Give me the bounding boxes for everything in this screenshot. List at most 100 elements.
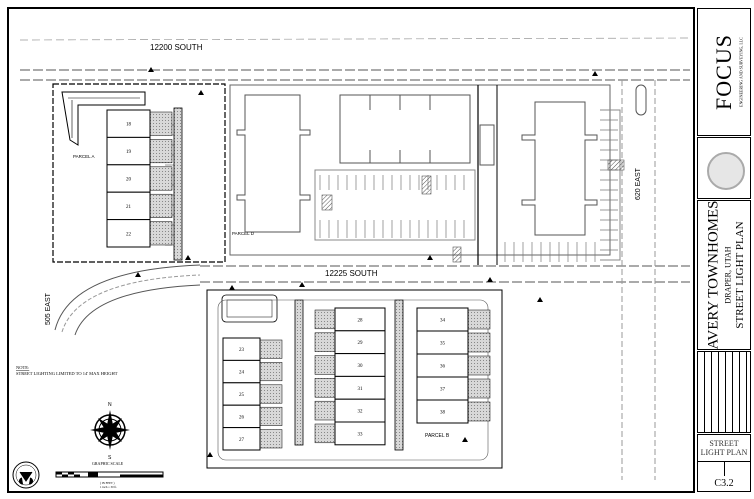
unit-27: 27: [222, 427, 283, 451]
unit-footprint: [106, 191, 151, 221]
garage-driveway: [149, 193, 173, 218]
title-block-sheet: STREET LIGHT PLAN C3.2: [697, 434, 751, 492]
streets: [19, 37, 691, 480]
north-arrow-icon: N S: [90, 402, 130, 461]
garage-driveway: [314, 355, 336, 375]
garage-driveway: [314, 423, 336, 444]
street-light-icon: [487, 277, 493, 282]
unit-number: 21: [126, 205, 132, 210]
unit-36: 36: [416, 353, 491, 378]
unit-24: 24: [222, 359, 283, 384]
unit-28: 28: [314, 307, 386, 332]
parking-stalls: [165, 119, 618, 262]
project-location: DRAPER, UTAH: [723, 246, 733, 304]
unit-footprint: [416, 399, 469, 424]
garage-driveway: [467, 332, 491, 353]
unit-38: 38: [416, 399, 491, 424]
note-heading: NOTE:: [16, 365, 29, 370]
unit-number: 28: [358, 318, 364, 323]
sheet-border: [7, 7, 695, 493]
unit-number: 30: [358, 364, 364, 369]
unit-number: 38: [440, 411, 446, 416]
unit-number: 25: [239, 393, 245, 398]
unit-20: 20: [106, 164, 173, 193]
unit-33: 33: [314, 421, 386, 446]
garage-driveway: [259, 406, 283, 426]
unit-number: 23: [239, 348, 245, 353]
unit-number: 18: [126, 123, 132, 128]
unit-26: 26: [222, 404, 283, 429]
townhome-units: 18 19 20 21 22 23 24 25 26 27 28 29 30 31 32 33 34 35 36 37…: [106, 109, 491, 451]
street-light-icon: [198, 90, 204, 95]
graphic-scale-label: GRAPHIC SCALE: [92, 461, 124, 466]
unit-number: 37: [440, 388, 446, 393]
unit-footprint: [106, 219, 151, 248]
unit-number: 24: [239, 371, 245, 376]
sheet-number: C3.2: [714, 478, 734, 489]
street-label-12200-south: 12200 SOUTH: [150, 43, 203, 52]
garage-driveway: [149, 166, 173, 191]
unit-number: 22: [126, 232, 132, 237]
title-block-seal: [697, 137, 751, 199]
engineer-seal-icon: [707, 152, 745, 190]
parcel-a-drive: [61, 91, 146, 146]
unit-23: 23: [222, 337, 283, 361]
parcel-b-label: PARCEL B: [425, 433, 450, 439]
garage-driveway: [314, 309, 336, 330]
unit-30: 30: [314, 353, 386, 377]
unit-32: 32: [314, 398, 386, 423]
title-block-logo: FOCUS ENGINEERING AND SURVEYING, LLC: [697, 8, 751, 136]
garage-driveway: [314, 400, 336, 421]
scale-units: ( IN FEET ): [100, 481, 115, 485]
unit-number: 32: [358, 410, 364, 415]
unit-number: 35: [440, 342, 446, 347]
street-light-icon: [462, 437, 468, 442]
unit-34: 34: [416, 307, 491, 332]
unit-number: 34: [440, 319, 446, 324]
street-light-icon: [207, 452, 213, 457]
garage-driveway: [314, 378, 336, 398]
garage-driveway: [467, 355, 491, 376]
street-light-icon: [229, 285, 235, 290]
north-label: N: [108, 402, 112, 408]
garage-driveway: [259, 339, 283, 359]
street-lights: [135, 67, 598, 457]
unit-18: 18: [106, 109, 173, 138]
street-light-icon: [299, 282, 305, 287]
unit-footprint: [106, 109, 151, 138]
unit-25: 25: [222, 382, 283, 406]
street-light-icon: [592, 71, 598, 76]
parcel-d-label: PARCEL D: [232, 231, 255, 236]
unit-29: 29: [314, 330, 386, 355]
title-block-project: AVERY TOWNHOMES DRAPER, UTAH STREET LIGH…: [697, 200, 751, 350]
unit-number: 26: [239, 415, 245, 420]
unit-number: 29: [358, 341, 364, 346]
garage-driveway: [467, 309, 491, 330]
unit-footprint: [222, 427, 261, 451]
scale-ratio: 1 inch = 30 ft.: [100, 485, 117, 489]
garage-driveway: [259, 362, 283, 382]
garage-driveway: [314, 332, 336, 352]
garage-driveway: [149, 111, 173, 136]
unit-number: 31: [358, 387, 364, 392]
garage-driveway: [467, 401, 491, 422]
graphic-scale: GRAPHIC SCALE ( IN FEET ) 1 inch = 30 ft…: [55, 461, 164, 489]
parcel-a-label: PARCEL A: [73, 154, 95, 159]
street-label-12225-south: 12225 SOUTH: [325, 269, 378, 278]
city-seal-icon: [12, 461, 40, 489]
street-light-icon: [148, 67, 154, 72]
garage-driveway: [259, 429, 283, 449]
unit-footprint: [106, 136, 151, 166]
unit-number: 19: [126, 150, 132, 155]
garage-driveway: [259, 384, 283, 404]
street-light-icon: [537, 297, 543, 302]
street-light-icon: [185, 255, 191, 260]
garage-driveway: [149, 139, 173, 164]
unit-21: 21: [106, 191, 173, 221]
street-label-620-east: 620 EAST: [635, 167, 642, 200]
unit-22: 22: [106, 219, 173, 248]
street-light-icon: [135, 272, 141, 277]
street-light-icon: [427, 255, 433, 260]
sheet-description: STREET LIGHT PLAN: [733, 221, 746, 329]
